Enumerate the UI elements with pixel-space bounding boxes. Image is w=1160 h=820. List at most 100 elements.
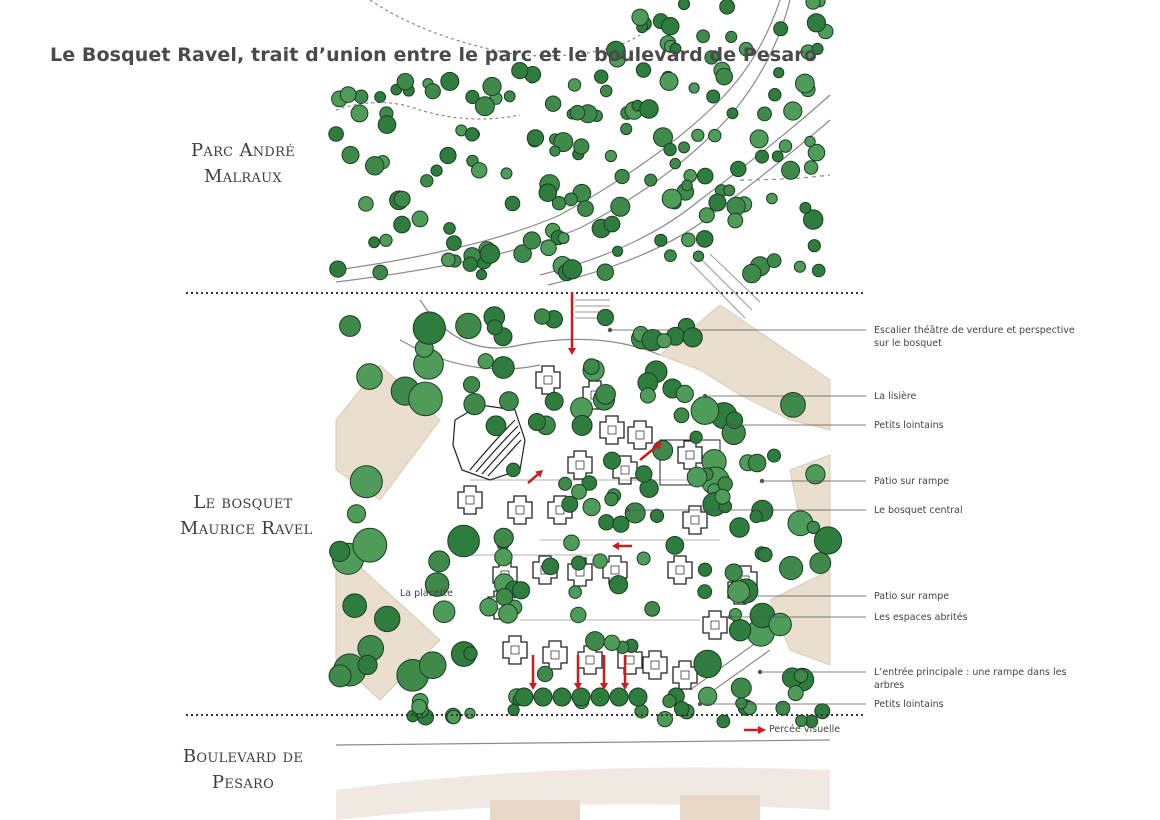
- house-patio: [510, 645, 520, 655]
- house-patio: [575, 460, 585, 470]
- tree: [662, 694, 677, 709]
- tree: [814, 703, 831, 720]
- tree: [441, 252, 456, 268]
- tree: [462, 256, 478, 272]
- tree: [805, 0, 821, 10]
- tree: [595, 384, 616, 405]
- tree: [673, 701, 690, 717]
- tree: [596, 263, 614, 281]
- tree: [608, 575, 629, 595]
- tree: [688, 82, 700, 94]
- house-patio: [550, 650, 560, 660]
- tree: [393, 190, 411, 208]
- house-footprint: [542, 640, 568, 670]
- tree: [558, 476, 573, 491]
- house-footprint: [672, 660, 698, 690]
- zone-label-line: Maurice Ravel: [180, 518, 313, 539]
- tree: [533, 308, 551, 325]
- annotation-patio-rampe-1: Patio sur rampe: [874, 475, 949, 488]
- tree: [379, 233, 393, 247]
- tree: [346, 504, 367, 524]
- tree: [708, 128, 722, 143]
- tree: [504, 195, 521, 212]
- tree: [479, 597, 499, 617]
- tree: [728, 608, 743, 622]
- tree: [654, 233, 668, 247]
- house-patio: [710, 620, 720, 630]
- tree: [636, 551, 651, 566]
- tree: [768, 88, 782, 102]
- tree: [811, 42, 824, 56]
- tree: [773, 21, 789, 37]
- tree: [408, 381, 443, 417]
- tree: [365, 156, 385, 176]
- tree: [396, 73, 414, 91]
- tree: [749, 509, 763, 524]
- red-arrow-icon: [744, 725, 766, 734]
- house-patio: [675, 565, 685, 575]
- house-footprint: [457, 485, 483, 515]
- tree: [635, 465, 653, 483]
- house-footprint: [677, 440, 703, 470]
- tree: [665, 536, 685, 555]
- tree: [767, 448, 781, 463]
- tree: [775, 700, 791, 716]
- annotation-patio-rampe-2: Patio sur rampe: [874, 590, 949, 603]
- annotation-petits-lointains-top: Petits lointains: [874, 419, 944, 432]
- house-patio: [690, 515, 700, 525]
- annotation-line: Petits lointains: [874, 699, 944, 710]
- tree: [561, 495, 579, 513]
- house-patio: [680, 670, 690, 680]
- tree: [598, 514, 615, 531]
- tree: [755, 149, 769, 164]
- tree: [541, 557, 560, 576]
- tree: [512, 581, 531, 600]
- perspective-arrowhead: [574, 683, 582, 690]
- tree: [603, 634, 621, 651]
- tree: [485, 415, 507, 437]
- tree: [742, 263, 762, 284]
- tree: [639, 387, 656, 404]
- tree: [803, 160, 819, 175]
- tree: [727, 212, 744, 229]
- legend: Percée visuelle: [744, 724, 840, 735]
- tree: [803, 209, 824, 230]
- tree: [805, 464, 826, 485]
- tree: [430, 164, 443, 177]
- house-footprint: [682, 505, 708, 535]
- tree: [568, 585, 583, 599]
- zone-label-line: Malraux: [204, 166, 282, 187]
- tree: [432, 600, 456, 624]
- tree: [475, 269, 488, 281]
- tree: [533, 687, 553, 707]
- tree: [562, 259, 583, 280]
- tree: [656, 711, 674, 728]
- annotation-escalier: Escalier théâtre de verdure et perspecti…: [874, 324, 1075, 350]
- tree: [780, 392, 806, 418]
- legend-label: Percée visuelle: [769, 724, 841, 735]
- house-footprint: [507, 495, 533, 525]
- tree: [479, 243, 501, 264]
- tree: [549, 145, 561, 157]
- tree: [455, 312, 482, 340]
- perspective-arrowhead: [535, 470, 543, 478]
- tree: [540, 239, 557, 257]
- tree: [507, 703, 520, 717]
- tree: [730, 677, 752, 699]
- tree: [804, 135, 816, 148]
- zone-label-parc: Parc André Malraux: [180, 138, 306, 190]
- perspective-arrowhead: [621, 683, 629, 690]
- house-footprint: [577, 645, 603, 675]
- tree: [639, 99, 659, 119]
- tree: [697, 686, 718, 706]
- tree: [698, 207, 715, 224]
- tree: [393, 215, 411, 234]
- tree: [424, 83, 441, 100]
- tree: [766, 253, 782, 269]
- tree: [553, 132, 574, 153]
- tree: [339, 315, 361, 337]
- tree: [446, 709, 461, 725]
- tree: [594, 69, 609, 84]
- tree: [465, 89, 480, 105]
